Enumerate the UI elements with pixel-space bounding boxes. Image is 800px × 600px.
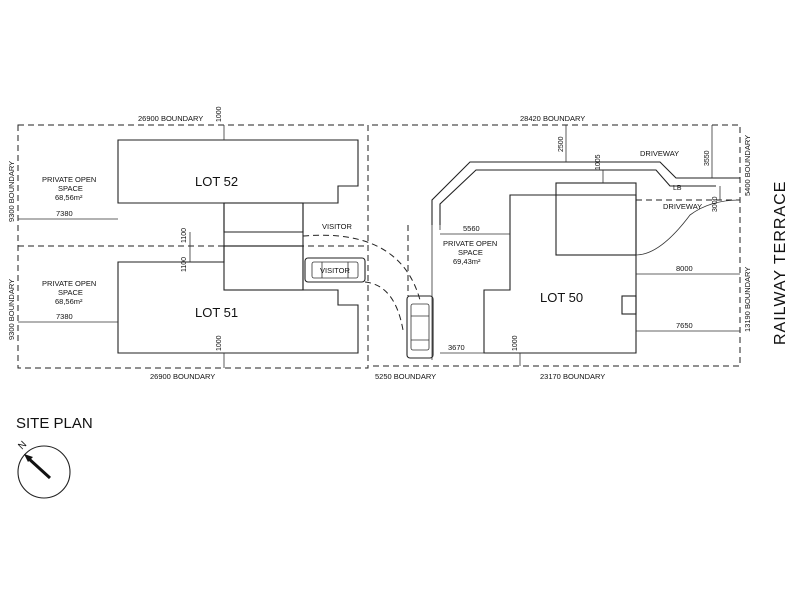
lot52-label: LOT 52	[195, 174, 238, 189]
turning-path	[302, 234, 421, 301]
dim-lot50-bottom-left: 3670	[448, 343, 465, 352]
dim-lot50-drive-top: 2500	[558, 136, 565, 152]
pos-lot52-line1: PRIVATE OPEN	[42, 175, 96, 184]
dim-lot52-width: 7380	[56, 209, 73, 218]
pos-lot52-line2: SPACE	[58, 184, 83, 193]
pos-lot51-line1: PRIVATE OPEN	[42, 279, 96, 288]
boundary-left-upper: 9300 BOUNDARY	[7, 161, 16, 222]
dimension-lines	[18, 125, 740, 368]
visitor-car	[304, 257, 366, 283]
dim-lot51-bottom: 1000	[216, 335, 223, 351]
boundary-left-lots	[17, 124, 369, 369]
street-name: RAILWAY TERRACE	[772, 181, 789, 345]
boundary-right-upper: 5400 BOUNDARY	[743, 135, 752, 196]
driveway-label-upper: DRIVEWAY	[640, 149, 679, 158]
north-arrow-icon	[17, 445, 71, 499]
boundary-right-lot	[372, 124, 741, 367]
boundary-right-lower: 13190 BOUNDARY	[743, 267, 752, 332]
dim-lot52-gap: 1100	[181, 228, 188, 243]
dim-lot50-drive-right: 3550	[704, 150, 711, 166]
pos-lot50-line1: PRIVATE OPEN	[443, 239, 497, 248]
site-plan-title: SITE PLAN	[16, 415, 93, 432]
site-boundaries	[17, 124, 741, 369]
boundary-bottom-mid: 5250 BOUNDARY	[375, 372, 436, 381]
lb-label: LB	[673, 185, 682, 192]
driveway-car	[406, 295, 434, 359]
boundary-bottom-left: 26900 BOUNDARY	[150, 372, 215, 381]
visitor-label-upper: VISITOR	[322, 222, 352, 231]
visitor-label-car: VISITOR	[320, 266, 350, 275]
boundary-left-lower: 9300 BOUNDARY	[7, 279, 16, 340]
dim-lot50-pos: 5560	[463, 224, 480, 233]
dim-lot50-drive-mid: 1005	[595, 154, 602, 170]
lot51-label: LOT 51	[195, 305, 238, 320]
driveway-label-lower: DRIVEWAY	[663, 202, 702, 211]
dim-lot51-gap: 1100	[181, 257, 188, 272]
north-label: N	[16, 439, 29, 452]
pos-lot50-area: 69,43m²	[453, 257, 481, 266]
driveway-lines	[431, 161, 740, 360]
dim-lot50-right-lower: 7650	[676, 321, 693, 330]
dim-lot52-top: 1000	[216, 106, 223, 122]
lot51-building	[117, 245, 359, 354]
lot50-label: LOT 50	[540, 290, 583, 305]
boundary-bottom-right: 23170 BOUNDARY	[540, 372, 605, 381]
dim-lot50-bottom: 1000	[512, 335, 519, 351]
boundary-top-right: 28420 BOUNDARY	[520, 114, 585, 123]
boundary-top-left: 26900 BOUNDARY	[138, 114, 203, 123]
dim-lot50-right-upper: 8000	[676, 264, 693, 273]
pos-lot51-area: 68,56m²	[55, 297, 83, 306]
pos-lot52-area: 68,56m²	[55, 193, 83, 202]
pos-lot51-line2: SPACE	[58, 288, 83, 297]
pos-lot50-line2: SPACE	[458, 248, 483, 257]
dim-lot51-width: 7380	[56, 312, 73, 321]
dim-lot50-drive-right2: 3000	[712, 196, 719, 212]
